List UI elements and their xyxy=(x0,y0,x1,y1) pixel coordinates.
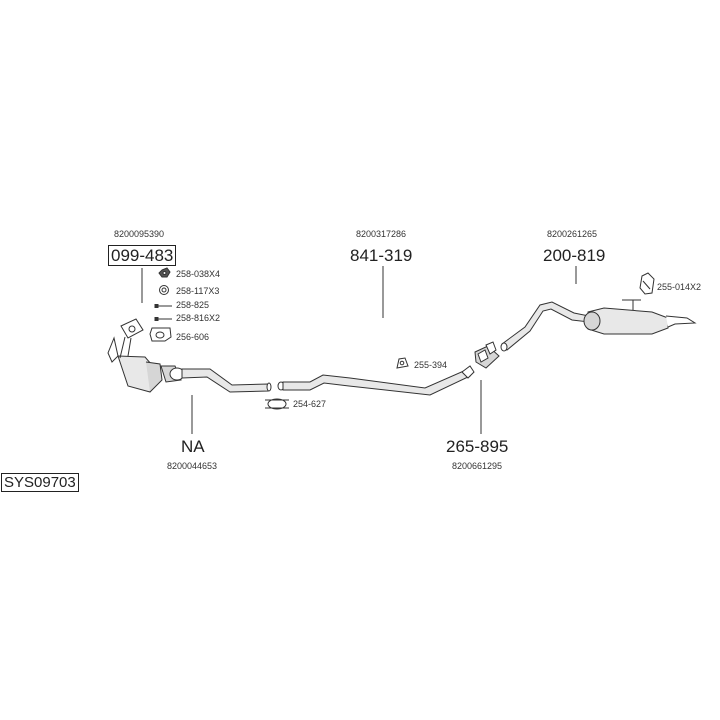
middle-pipe-part-number[interactable]: 841-319 xyxy=(350,246,413,265)
hanger-rear-icon xyxy=(639,272,655,295)
rear-silencer-oem-ref: 8200261265 xyxy=(547,229,598,239)
catalyst-icon xyxy=(107,318,163,393)
washer-icon xyxy=(159,285,169,295)
center-section-oem-ref: 8200661295 xyxy=(452,461,503,471)
hanger-rear-part-label[interactable]: 255-014X2 xyxy=(657,282,702,292)
nut-icon xyxy=(158,267,171,278)
middle-pipe-icon xyxy=(277,365,475,396)
gasket-icon xyxy=(149,327,172,342)
gasket-part-label[interactable]: 256-606 xyxy=(176,332,210,342)
catalyst-oem-ref: 8200095390 xyxy=(114,229,165,239)
washer-part-label[interactable]: 258-117X3 xyxy=(176,286,220,296)
front-pipe-part-number[interactable]: NA xyxy=(181,437,205,456)
stud-part-label[interactable]: 258-816X2 xyxy=(176,313,221,323)
bolt-part-label[interactable]: 258-825 xyxy=(176,300,210,310)
center-section-icon xyxy=(474,341,500,369)
stud-icon xyxy=(154,317,172,321)
rear-silencer-part-number[interactable]: 200-819 xyxy=(543,246,606,265)
hanger-middle-icon xyxy=(396,357,409,369)
system-code: SYS09703 xyxy=(1,473,79,492)
center-section-part-number[interactable]: 265-895 xyxy=(446,437,509,456)
catalyst-part-number[interactable]: 099-483 xyxy=(108,245,177,266)
clamp-icon xyxy=(265,398,289,410)
clamp-part-label[interactable]: 254-627 xyxy=(293,399,327,409)
hanger-middle-part-label[interactable]: 255-394 xyxy=(414,360,448,370)
rear-silencer-icon xyxy=(500,299,697,352)
front-pipe-oem-ref: 8200044653 xyxy=(167,461,218,471)
front-pipe-icon xyxy=(160,365,272,393)
bolt-icon xyxy=(154,304,172,308)
middle-pipe-oem-ref: 8200317286 xyxy=(356,229,407,239)
nut-part-label[interactable]: 258-038X4 xyxy=(176,269,221,279)
